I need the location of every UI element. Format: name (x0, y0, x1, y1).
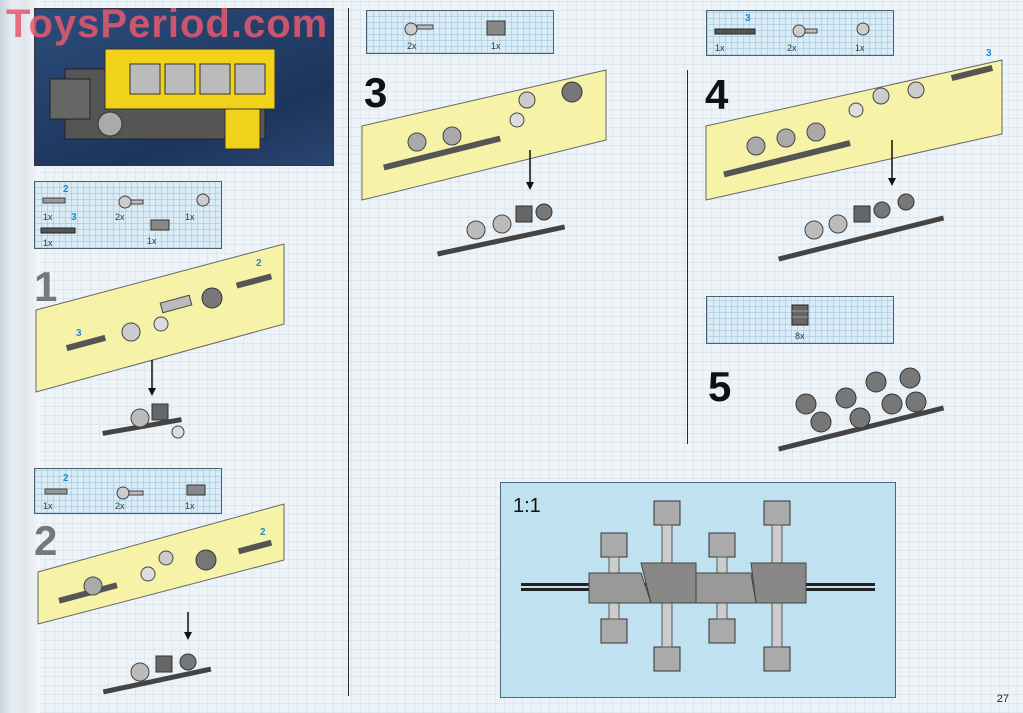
step-4-part-qty: 1x (855, 43, 865, 53)
step-1-result (102, 360, 185, 439)
step-2-parts (44, 484, 206, 500)
step-5-result (778, 367, 945, 452)
step-4-part-callout-3: 3 (745, 13, 751, 24)
scale-reference-box: 1:1 (500, 482, 896, 698)
book-spine (0, 0, 40, 713)
step-1-part-qty: 1x (43, 212, 53, 222)
step-3-parts (404, 20, 506, 36)
crankshaft-scale-drawing (521, 500, 875, 672)
step-1-part-qty: 1x (43, 238, 53, 248)
page-number: 27 (996, 693, 1009, 705)
step-2-band-callout: 2 (260, 527, 266, 538)
step-3-result (437, 150, 566, 257)
step-2-part-qty: 2x (115, 501, 125, 511)
step-1-number: 1 (34, 263, 58, 310)
step-1-part-qty: 1x (185, 212, 195, 222)
step-5-parts (791, 304, 809, 326)
step-1-band-callout: 2 (256, 258, 262, 269)
step-2-parts-box: 2 1x 2x 1x (34, 468, 222, 514)
step-1-part-callout-3: 3 (71, 212, 77, 223)
step-4-part-qty: 1x (715, 43, 725, 53)
step-1-band-callout: 3 (76, 328, 82, 339)
step-2-result (102, 612, 212, 695)
step-2-part-qty: 1x (185, 501, 195, 511)
step-1-part-callout-2: 2 (63, 184, 69, 195)
step-3-assembly-band (361, 69, 607, 201)
column-divider-2 (687, 70, 688, 444)
step-3-parts-box: 2x 1x (366, 10, 554, 54)
step-4-assembly-band (705, 59, 1003, 201)
step-5-parts-box: 8x (706, 296, 894, 344)
step-2-part-qty: 1x (43, 501, 53, 511)
step-4-result (778, 140, 945, 262)
step-1-parts (40, 193, 210, 234)
engine-model-illustration (49, 48, 276, 150)
scale-label: 1:1 (513, 495, 541, 517)
step-3-part-qty: 2x (407, 41, 417, 51)
step-1-assembly-band (35, 243, 285, 393)
step-2-assembly-band (37, 503, 285, 625)
step-5-number: 5 (708, 363, 732, 410)
step-1-part-qty: 2x (115, 212, 125, 222)
step-2-number: 2 (34, 517, 58, 564)
step-4-parts-box: 3 1x 2x 1x (706, 10, 894, 56)
column-divider-1 (348, 8, 349, 696)
engine-model-photo (34, 8, 334, 166)
step-1-part-qty: 1x (147, 236, 157, 246)
watermark: ToysPeriod.com (6, 2, 329, 46)
step-4-part-qty: 2x (787, 43, 797, 53)
step-4-band-callout: 3 (986, 48, 992, 59)
step-4-parts (714, 22, 870, 38)
step-4-number: 4 (705, 71, 729, 118)
step-1-parts-box: 2 1x 2x 1x 3 1x 1x (34, 181, 222, 249)
step-5-part-qty: 8x (795, 331, 805, 341)
step-3-part-qty: 1x (491, 41, 501, 51)
step-3-number: 3 (364, 69, 388, 116)
step-2-part-callout-2: 2 (63, 473, 69, 484)
